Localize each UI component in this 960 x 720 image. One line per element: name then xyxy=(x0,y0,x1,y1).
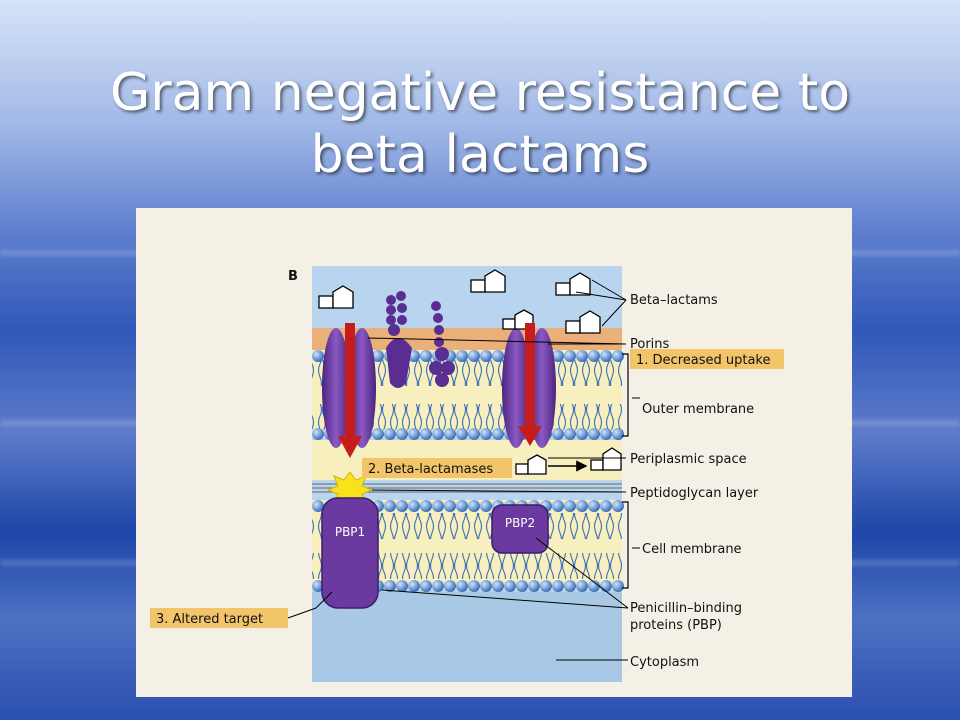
phospholipid-head xyxy=(396,580,408,592)
phospholipid-head xyxy=(468,580,480,592)
region-brackets xyxy=(622,353,629,589)
pbp2-label: PBP2 xyxy=(505,516,535,530)
phospholipid-head xyxy=(576,428,588,440)
phospholipid-head xyxy=(480,580,492,592)
label-porins: Porins xyxy=(630,337,670,352)
phospholipid-head xyxy=(432,428,444,440)
phospholipid-head xyxy=(540,580,552,592)
diagram-svg: B xyxy=(136,208,852,697)
phospholipid-head xyxy=(372,428,384,440)
label-peptidoglycan-layer: Peptidoglycan layer xyxy=(630,486,759,501)
phospholipid-head xyxy=(420,500,432,512)
phospholipid-head xyxy=(576,350,588,362)
label-beta-lactamases: 2. Beta-lactamases xyxy=(368,462,493,477)
decreased-uptake-callout: 1. Decreased uptake xyxy=(630,349,784,369)
phospholipid-head xyxy=(408,428,420,440)
phospholipid-head xyxy=(600,428,612,440)
beta-lactamases-callout: 2. Beta-lactamases xyxy=(362,458,512,478)
uptake-arrows xyxy=(338,323,542,458)
phospholipid-head xyxy=(432,580,444,592)
phospholipid-head xyxy=(312,500,324,512)
phospholipid-head xyxy=(312,428,324,440)
label-periplasmic-space: Periplasmic space xyxy=(630,452,747,467)
phospholipid-head xyxy=(600,580,612,592)
phospholipid-head xyxy=(456,500,468,512)
phospholipid-head xyxy=(468,350,480,362)
slide-title: Gram negative resistance to beta lactams xyxy=(0,62,960,186)
phospholipid-head xyxy=(552,428,564,440)
phospholipid-head xyxy=(564,500,576,512)
phospholipid-head xyxy=(492,428,504,440)
phospholipid-head xyxy=(444,500,456,512)
phospholipid-head xyxy=(492,350,504,362)
phospholipid-head xyxy=(612,350,624,362)
label-pbp-line-1: Penicillin–binding xyxy=(630,601,742,616)
phospholipid-head xyxy=(468,428,480,440)
phospholipid-head xyxy=(456,580,468,592)
phospholipid-head xyxy=(516,580,528,592)
pbp2-protein: PBP2 xyxy=(491,504,549,554)
phospholipid-head xyxy=(372,350,384,362)
phospholipid-head xyxy=(612,500,624,512)
phospholipid-head xyxy=(444,428,456,440)
phospholipid-head xyxy=(552,580,564,592)
leader-lines xyxy=(315,279,640,661)
phospholipid-head xyxy=(612,580,624,592)
phospholipid-head xyxy=(528,580,540,592)
phospholipid-head xyxy=(312,350,324,362)
phospholipid-head xyxy=(456,350,468,362)
phospholipid-head xyxy=(576,500,588,512)
lps-chains xyxy=(386,291,455,388)
phospholipid-head xyxy=(408,500,420,512)
phospholipid-head xyxy=(492,580,504,592)
phospholipid-head xyxy=(408,580,420,592)
phospholipid-head xyxy=(396,500,408,512)
slide-title-line-2: beta lactams xyxy=(310,125,650,185)
phospholipid-head xyxy=(444,580,456,592)
phospholipid-head xyxy=(600,350,612,362)
slide-title-line-1: Gram negative resistance to xyxy=(109,63,851,123)
phospholipid-head xyxy=(312,580,324,592)
phospholipid-head xyxy=(576,580,588,592)
pbp1-protein: PBP1 xyxy=(321,497,379,609)
phospholipid-head xyxy=(432,500,444,512)
phospholipid-head xyxy=(480,500,492,512)
label-beta-lactams: Beta–lactams xyxy=(630,293,718,308)
label-outer-membrane: Outer membrane xyxy=(642,402,754,417)
phospholipid-head xyxy=(564,428,576,440)
altered-target-callout: 3. Altered target xyxy=(150,607,317,628)
phospholipid-head xyxy=(504,580,516,592)
phospholipid-head xyxy=(396,428,408,440)
phospholipid-head xyxy=(420,580,432,592)
label-cell-membrane: Cell membrane xyxy=(642,542,742,557)
phospholipid-head xyxy=(384,580,396,592)
phospholipid-head xyxy=(552,350,564,362)
phospholipid-head xyxy=(384,428,396,440)
phospholipid-head xyxy=(468,500,480,512)
phospholipid-head xyxy=(588,580,600,592)
phospholipid-head xyxy=(564,350,576,362)
beta-lactam-molecules xyxy=(318,269,622,475)
phospholipid-head xyxy=(588,428,600,440)
cell-envelope-diagram: B xyxy=(136,208,852,697)
phospholipid-head xyxy=(612,428,624,440)
label-cytoplasm: Cytoplasm xyxy=(630,655,699,670)
phospholipid-head xyxy=(420,350,432,362)
phospholipid-head xyxy=(552,500,564,512)
phospholipid-head xyxy=(588,500,600,512)
panel-letter: B xyxy=(288,269,298,284)
phospholipid-head xyxy=(456,428,468,440)
label-pbp-line-2: proteins (PBP) xyxy=(630,618,722,633)
phospholipid-head xyxy=(420,428,432,440)
phospholipid-head xyxy=(600,500,612,512)
phospholipid-head xyxy=(384,500,396,512)
pbp1-label: PBP1 xyxy=(335,525,365,539)
phospholipid-head xyxy=(480,428,492,440)
phospholipid-head xyxy=(480,350,492,362)
label-altered-target: 3. Altered target xyxy=(156,612,263,627)
phospholipid-head xyxy=(588,350,600,362)
label-decreased-uptake: 1. Decreased uptake xyxy=(636,353,771,368)
phospholipid-head xyxy=(564,580,576,592)
